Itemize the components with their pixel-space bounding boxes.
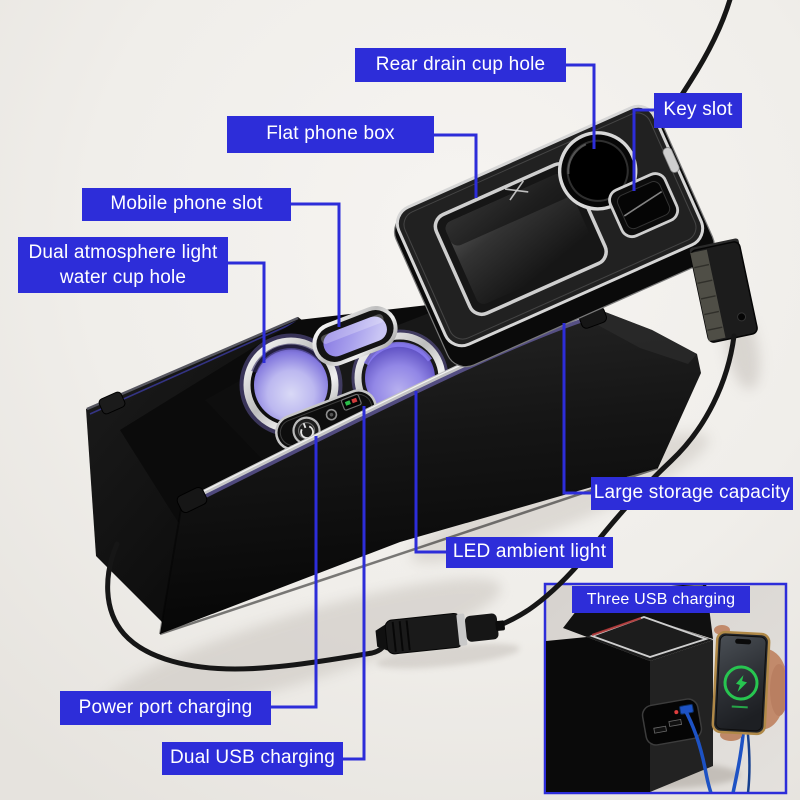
three-usb-panel xyxy=(641,698,703,746)
box-output-cable xyxy=(105,541,385,672)
leader-dual-atmosphere xyxy=(228,261,266,363)
label-mobile-phone-slot: Mobile phone slot xyxy=(82,188,291,221)
charging-cables xyxy=(682,706,751,792)
storage-box-front xyxy=(159,310,701,636)
label-dual-usb-charging: Dual USB charging xyxy=(162,742,343,775)
armrest-console xyxy=(86,0,758,636)
inset-photo xyxy=(543,582,788,795)
power-cables xyxy=(105,333,737,672)
label-flat-phone-box: Flat phone box xyxy=(227,116,434,153)
label-dual-atmosphere-light: Dual atmosphere light water cup hole xyxy=(18,237,228,293)
leader-key-slot xyxy=(632,108,654,191)
key-slot-opening xyxy=(608,172,680,239)
label-three-usb-charging: Three USB charging xyxy=(572,586,750,613)
label-dual-atmosphere-line1: Dual atmosphere light xyxy=(28,242,218,263)
leader-dual-usb xyxy=(343,406,366,761)
label-rear-drain-cup-hole: Rear drain cup hole xyxy=(355,48,566,82)
mobile-phone-slot-opening xyxy=(312,306,398,366)
leader-mobile-phone-slot xyxy=(291,202,341,327)
leader-lines xyxy=(228,63,654,761)
label-key-slot: Key slot xyxy=(654,93,742,128)
dual-usb-ports xyxy=(340,393,362,411)
control-panel xyxy=(275,389,377,451)
leader-flat-phone-box xyxy=(434,133,478,198)
leader-led-ambient xyxy=(414,391,446,554)
side-button xyxy=(662,147,680,173)
leader-rear-drain xyxy=(566,63,596,149)
leader-large-storage xyxy=(562,323,591,495)
label-power-port-charging: Power port charging xyxy=(60,691,271,725)
leader-power-port xyxy=(271,436,318,709)
cigarette-lighter-adapter xyxy=(375,612,505,655)
label-large-storage-capacity: Large storage capacity xyxy=(591,477,793,510)
label-led-ambient-light: LED ambient light xyxy=(446,537,613,568)
charging-phone xyxy=(711,630,771,736)
adapter-cable xyxy=(495,333,737,629)
flat-phone-box-tray xyxy=(433,161,608,317)
power-adapter-block xyxy=(689,238,758,343)
label-dual-atmosphere-line2: water cup hole xyxy=(59,267,187,288)
